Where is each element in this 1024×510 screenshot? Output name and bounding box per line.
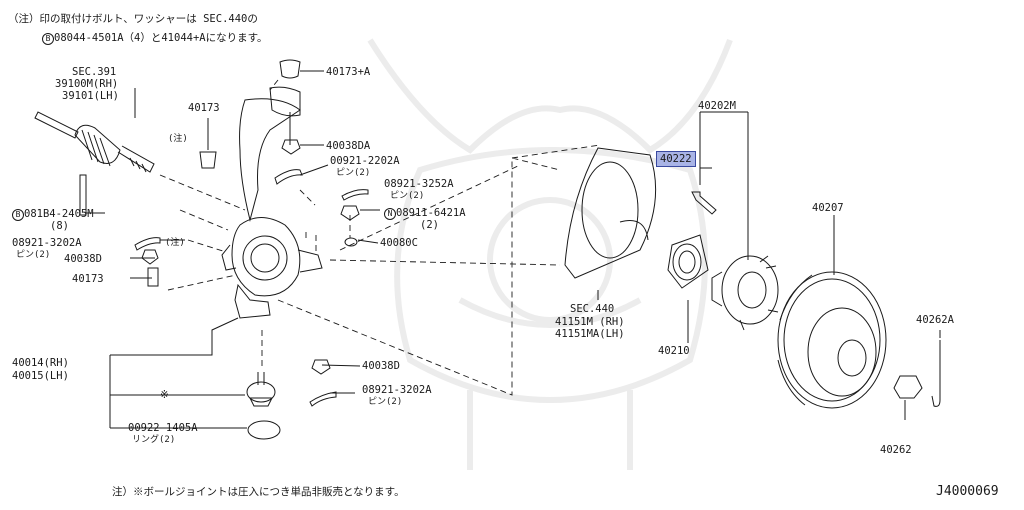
- note-bottom: 注）※ボールジョイントは圧入につき単品非販売となります。: [112, 486, 405, 498]
- label-00922-sub: リング(2): [132, 435, 176, 445]
- label-41151ma[interactable]: 41151MA(LH): [555, 328, 625, 340]
- ball-joint: [246, 372, 276, 407]
- label-081b4-sub: (8): [50, 220, 69, 232]
- hub-bolt-40222: [691, 191, 717, 215]
- label-08911-code: 08911-6421A: [396, 207, 466, 219]
- pin-08921-right: [309, 391, 337, 407]
- hub-assembly: [711, 255, 779, 331]
- nut-40038d-right: [311, 359, 331, 375]
- label-note-chu1: (注): [168, 134, 188, 144]
- watermark-logo: [367, 38, 733, 470]
- label-08921-3252[interactable]: 08921-3252A: [384, 178, 454, 190]
- nut-40038da: [281, 139, 301, 155]
- label-41151m[interactable]: 41151M (RH): [555, 316, 625, 328]
- label-40173a[interactable]: 40173+A: [326, 66, 371, 78]
- label-asterisk: ※: [160, 389, 169, 401]
- label-00921-sub: ピン(2): [336, 168, 371, 178]
- label-40038d-right[interactable]: 40038D: [362, 360, 400, 372]
- label-08921-3202-right-sub: ピン(2): [368, 397, 403, 407]
- label-40222-highlighted[interactable]: 40222: [656, 151, 696, 167]
- dust-shield: [564, 147, 657, 279]
- label-08921-3202-right[interactable]: 08921-3202A: [362, 384, 432, 396]
- label-40202m[interactable]: 40202M: [698, 100, 736, 112]
- nut-40262: [893, 375, 923, 399]
- label-40262a[interactable]: 40262A: [916, 314, 954, 326]
- label-08911-sub: (2): [420, 219, 439, 231]
- nut-40038d-left: [141, 249, 159, 265]
- hub-bearing: [667, 234, 709, 289]
- bolt-081b4: [79, 174, 87, 216]
- bushing-40173-top: [199, 151, 217, 169]
- label-40015[interactable]: 40015(LH): [12, 370, 69, 382]
- label-40080c[interactable]: 40080C: [380, 237, 418, 249]
- label-sec391[interactable]: SEC.391: [72, 66, 117, 78]
- note-top-line1: （注）印の取付けボルト、ワッシャーは SEC.440の: [8, 13, 258, 25]
- diagram-id: J4000069: [936, 484, 999, 499]
- bushing-40173a: [279, 59, 301, 79]
- label-sec440[interactable]: SEC.440: [570, 303, 615, 315]
- note-top-line2-text: 08044-4501A（4）と41044+Aになります。: [54, 32, 268, 44]
- label-40207[interactable]: 40207: [812, 202, 844, 214]
- cotter-pin-40262a: [931, 340, 941, 407]
- pin-08921-left: [134, 237, 161, 251]
- circle-b-icon: B: [42, 33, 54, 45]
- label-40038d-left[interactable]: 40038D: [64, 253, 102, 265]
- label-40173-bottom[interactable]: 40173: [72, 273, 104, 285]
- label-40173-top[interactable]: 40173: [188, 102, 220, 114]
- washer-40080c: [344, 237, 358, 247]
- bushing-40173-bottom: [147, 267, 159, 287]
- label-08921-3252-sub: ピン(2): [390, 191, 425, 201]
- label-note-chu2: (注): [165, 238, 185, 248]
- label-39100m[interactable]: 39100M(RH): [55, 78, 119, 90]
- circle-n-icon: N: [384, 208, 396, 220]
- label-081b4-code: 081B4-2405M: [24, 208, 94, 220]
- nut-08911: [340, 205, 360, 221]
- circle-b-icon: B: [12, 209, 24, 221]
- label-40262[interactable]: 40262: [880, 444, 912, 456]
- label-40210[interactable]: 40210: [658, 345, 690, 357]
- snap-ring: [247, 420, 281, 440]
- pin-08921-3252: [341, 189, 369, 201]
- pin-00921: [274, 169, 303, 185]
- label-40038da[interactable]: 40038DA: [326, 140, 371, 152]
- steering-knuckle: [221, 86, 323, 319]
- drive-shaft: [34, 111, 155, 173]
- label-08921-3202-left-sub: ピン(2): [16, 250, 51, 260]
- label-39101[interactable]: 39101(LH): [62, 90, 119, 102]
- label-40014[interactable]: 40014(RH): [12, 357, 69, 369]
- label-08921-3202-left[interactable]: 08921-3202A: [12, 237, 82, 249]
- label-00922[interactable]: 00922-1405A: [128, 422, 198, 434]
- brake-rotor: [777, 271, 887, 409]
- label-00921[interactable]: 00921-2202A: [330, 155, 400, 167]
